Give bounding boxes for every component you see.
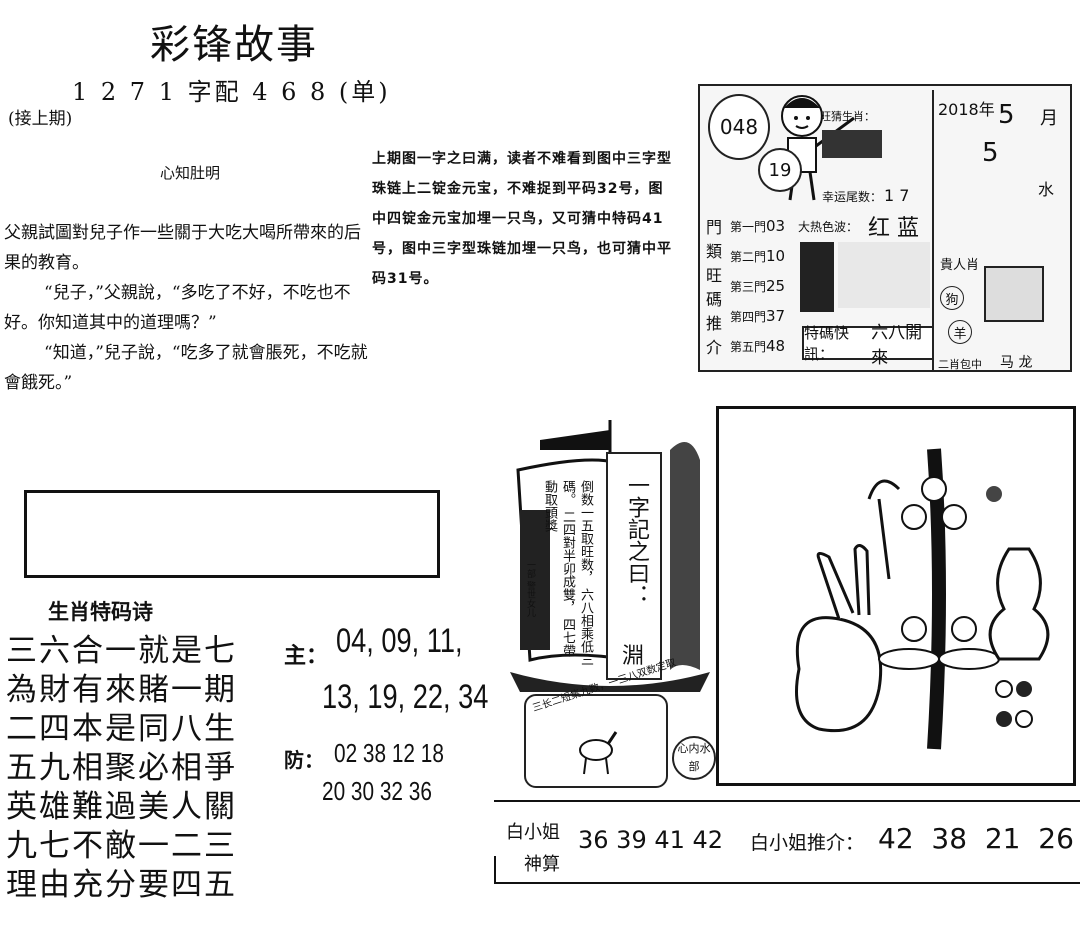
water-label: 水 (1038, 180, 1055, 199)
shen-suan-label: 神算 (524, 854, 560, 875)
door-row: 第四門37 (730, 307, 786, 325)
bottom-numbers: 36 39 41 42 (578, 826, 724, 854)
verse-line: 倒数一五取旺数， (578, 480, 593, 584)
main-label: 主： (284, 644, 329, 669)
defense-numbers-line1: 02 38 12 18 (334, 738, 444, 768)
tail-label: 幸运尾数： (822, 190, 883, 204)
dark-block (800, 242, 834, 312)
divider (494, 800, 1080, 802)
recommend-char: 旺 (706, 266, 723, 285)
color-label: 大热色波： (798, 220, 859, 234)
date-panel: 2018年 5 月 5 水 貴人肖 狗 羊 (932, 90, 1070, 370)
empty-frame (24, 490, 440, 578)
riddle-signature: 一部 警世女儿 (525, 560, 535, 617)
page-title: 彩锋故事 (150, 22, 318, 68)
horse-icon (579, 731, 618, 775)
year: 2018年 (938, 100, 995, 119)
lottery-card: 048 19 旺猜生肖： 2018年 5 月 5 水 貴人肖 狗 羊 幸运尾数：… (698, 84, 1072, 372)
recommend-label: 白小姐推介： (750, 832, 865, 854)
recommend-vertical: 門 類 旺 碼 推 介 (706, 216, 726, 360)
door-list: 第一門03 第二門10 第三門25 第四門37 第五門48 (730, 212, 796, 362)
door-row: 第二門10 (730, 247, 786, 265)
poem-line: 五九相聚必相爭 (6, 750, 237, 786)
main-numbers-line1: 04, 09, 11, (336, 622, 463, 660)
side-label: 心内水部 (672, 736, 716, 780)
door-row: 第五門48 (730, 337, 786, 355)
story-paragraph: “知道，”兒子說，“吃多了就會脹死，不吃就會餓死。” (4, 343, 368, 393)
divider (494, 882, 1080, 884)
month: 5 (998, 100, 1015, 130)
continued-note: (接上期) (8, 109, 73, 129)
two-zodiac-label: 二肖包中 (938, 358, 982, 371)
month-suffix: 月 (1040, 108, 1058, 129)
tail-value: 1 7 (884, 186, 910, 205)
verse-line: 六八相乘低三碼。 (560, 480, 593, 667)
divider (494, 856, 496, 882)
verse-line: 四七帶動取頭獎 (542, 480, 575, 658)
special-value: 六八開來 (871, 323, 923, 368)
issue-badge: 048 (708, 94, 770, 160)
main-numbers-line2: 13, 19, 22, 34 (322, 678, 489, 716)
ball-badge: 19 (758, 148, 802, 192)
story-body: 父親試圖對兒子作一些關于大吃大喝所帶來的后果的教育。 “兒子，”父親說，“多吃了… (4, 218, 369, 398)
recommend-char: 碼 (706, 290, 723, 309)
poem-line: 理由充分要四五 (6, 867, 237, 903)
verse-line: 二四對半卯成雙， (560, 510, 575, 615)
miss-bai-label: 白小姐 (506, 822, 560, 843)
sailing-ship-illustration (510, 420, 710, 692)
poem-title: 生肖特码诗 (48, 600, 153, 624)
issue-line: 1 2 7 1 字配 4 6 8 (单) (72, 78, 391, 106)
riddle-panel: 一字記之曰： 淵 (606, 452, 662, 680)
hint-paragraph: 上期图一字之曰满，读者不难看到图中三字型珠链上二锭金元宝，不难捉到平码32号，图… (372, 151, 672, 287)
poem: 三六合一就是七 為財有來賭一期 二四本是同八生 五九相聚必相爭 英雄難過美人關 … (6, 632, 237, 905)
recommend-char: 介 (706, 338, 723, 357)
recommend-char: 類 (706, 242, 723, 261)
two-zodiac-value: 马 龙 (1000, 355, 1033, 371)
zodiac-label: 旺猜生肖： (820, 110, 875, 123)
story-paragraph: “兒子，”父親說，“多吃了不好，不吃也不好。你知道其中的道理嗎？” (4, 283, 351, 333)
horse-box: 三长二短集九数，一三八双数定取 (524, 657, 677, 788)
riddle-verse: 倒数一五取旺数， 六八相乘低三碼。 二四對半卯成雙， 四七帶動取頭獎 (540, 480, 594, 670)
fortune-graphic (984, 266, 1044, 322)
door-row: 第三門25 (730, 277, 786, 295)
rabbit-scene-icon (795, 448, 1050, 750)
color-value: 红 蓝 (868, 216, 919, 241)
noble-animal: 狗 (940, 286, 964, 310)
recommend-char: 推 (706, 314, 723, 333)
riddle-char: 淵 (622, 644, 645, 669)
special-box: 特碼快訊： 六八開來 (802, 323, 934, 368)
riddle-title: 一字記之曰： (624, 474, 649, 606)
zodiac-graphic (822, 130, 882, 158)
poem-line: 三六合一就是七 (6, 633, 237, 669)
poem-line: 為財有來賭一期 (6, 672, 237, 708)
recommend-numbers: 42 38 21 26 (878, 822, 1074, 855)
story-paragraph: 父親試圖對兒子作一些關于大吃大喝所帶來的后果的教育。 (4, 223, 361, 273)
noble-animal: 羊 (948, 320, 972, 344)
defense-label: 防： (284, 748, 324, 772)
poem-line: 英雄難過美人關 (6, 789, 237, 825)
small-print (838, 242, 930, 308)
bottom-strip: 白小姐 神算 36 39 41 42 白小姐推介： 42 38 21 26 (494, 800, 1080, 884)
special-label: 特碼快訊： (804, 324, 850, 363)
rabbit-illustration (716, 406, 1076, 786)
defense-numbers-line2: 20 30 32 36 (322, 776, 432, 806)
poem-line: 二四本是同八生 (6, 711, 237, 747)
door-row: 第一門03 (730, 217, 786, 235)
day: 5 (982, 138, 999, 168)
noble-label: 貴人肖 (940, 258, 980, 273)
story-title: 心知肚明 (160, 164, 221, 182)
recommend-char: 門 (706, 218, 723, 237)
poem-line: 九七不敵一二三 (6, 828, 237, 864)
